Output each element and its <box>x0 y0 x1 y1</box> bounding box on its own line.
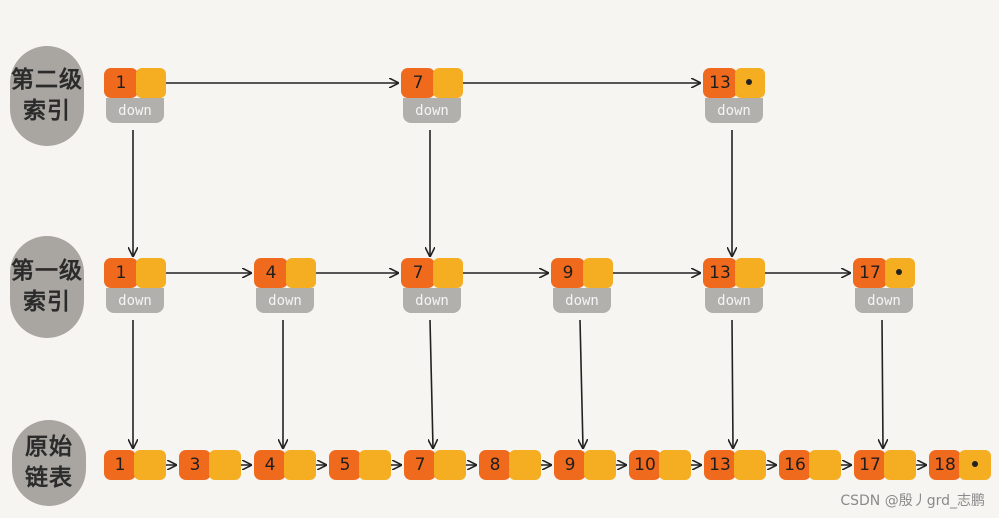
base-node-key: 18 <box>929 450 961 480</box>
watermark: CSDN @殷丿grd_志鹏 <box>840 493 985 509</box>
level2-node-key: 13 <box>703 68 737 98</box>
base-node-key: 17 <box>854 450 886 480</box>
level1-node-key: 4 <box>254 258 288 288</box>
level1-down-pointer: down <box>705 288 763 313</box>
level1-down-arrow <box>580 319 583 448</box>
base-node-17: 17 <box>854 450 916 510</box>
level1-label-line1: 第一级 <box>11 258 83 284</box>
level1-label-line2: 索引 <box>23 289 71 315</box>
base-next-pointer <box>284 450 316 480</box>
base-node-key: 16 <box>779 450 811 480</box>
base-node-8: 8 <box>479 450 541 510</box>
level2-next-pointer <box>433 68 463 98</box>
level1-next-pointer <box>286 258 316 288</box>
level1-node-key: 17 <box>853 258 887 288</box>
base-node-key: 8 <box>479 450 511 480</box>
level2-label: 第二级 索引 <box>10 46 84 146</box>
base-node-key: 1 <box>104 450 136 480</box>
base-node-key: 9 <box>554 450 586 480</box>
base-node-key: 13 <box>704 450 736 480</box>
base-node-16: 16 <box>779 450 841 510</box>
base-next-pointer <box>659 450 691 480</box>
base-next-pointer <box>209 450 241 480</box>
base-node-1: 1 <box>104 450 166 510</box>
level1-next-pointer <box>735 258 765 288</box>
level2-down-pointer: down <box>403 98 461 123</box>
base-node-10: 10 <box>629 450 691 510</box>
null-pointer-dot <box>972 461 978 467</box>
base-node-key: 3 <box>179 450 211 480</box>
level1-down-pointer: down <box>256 288 314 313</box>
base-next-pointer <box>509 450 541 480</box>
base-node-9: 9 <box>554 450 616 510</box>
level1-node-key: 9 <box>551 258 585 288</box>
level2-down-pointer: down <box>705 98 763 123</box>
level1-next-pointer <box>136 258 166 288</box>
base-next-pointer <box>359 450 391 480</box>
base-node-3: 3 <box>179 450 241 510</box>
level2-node-key: 1 <box>104 68 138 98</box>
base-node-4: 4 <box>254 450 316 510</box>
null-pointer-dot <box>746 79 752 85</box>
level1-next-pointer <box>583 258 613 288</box>
base-label-line1: 原始 <box>25 434 73 460</box>
level1-node-key: 1 <box>104 258 138 288</box>
base-next-pointer <box>584 450 616 480</box>
base-next-pointer <box>884 450 916 480</box>
level1-down-pointer: down <box>855 288 913 313</box>
level2-next-pointer <box>136 68 166 98</box>
level1-down-pointer: down <box>106 288 164 313</box>
level1-node-key: 13 <box>703 258 737 288</box>
base-node-key: 5 <box>329 450 361 480</box>
level2-node-key: 7 <box>401 68 435 98</box>
level1-down-pointer: down <box>553 288 611 313</box>
base-next-pointer <box>809 450 841 480</box>
base-node-5: 5 <box>329 450 391 510</box>
level1-label: 第一级 索引 <box>10 236 84 338</box>
level2-down-pointer: down <box>106 98 164 123</box>
level1-down-arrow <box>882 319 883 448</box>
base-node-18: 18 <box>929 450 991 510</box>
level1-down-arrow <box>430 319 433 448</box>
null-pointer-dot <box>896 269 902 275</box>
base-label-line2: 链表 <box>25 465 73 491</box>
level2-label-line1: 第二级 <box>11 67 83 93</box>
level2-label-line2: 索引 <box>23 98 71 124</box>
base-node-13: 13 <box>704 450 766 510</box>
base-node-7: 7 <box>404 450 466 510</box>
base-node-key: 4 <box>254 450 286 480</box>
base-label: 原始 链表 <box>12 420 86 506</box>
base-node-key: 10 <box>629 450 661 480</box>
base-node-key: 7 <box>404 450 436 480</box>
level1-down-pointer: down <box>403 288 461 313</box>
base-next-pointer <box>134 450 166 480</box>
base-next-pointer <box>434 450 466 480</box>
level1-node-key: 7 <box>401 258 435 288</box>
level1-down-arrow <box>732 319 733 448</box>
level1-next-pointer <box>433 258 463 288</box>
base-next-pointer <box>734 450 766 480</box>
